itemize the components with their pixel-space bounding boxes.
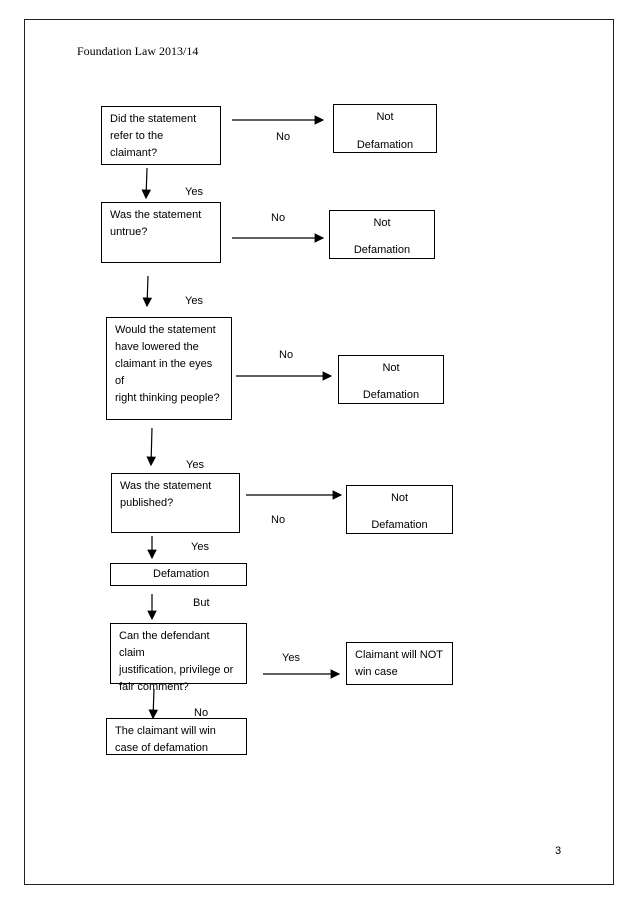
not-line: Not	[382, 362, 400, 374]
page-border	[24, 19, 614, 885]
question-statement-published: Was the statement published?	[111, 473, 240, 533]
page-header: Foundation Law 2013/14	[77, 44, 199, 58]
label-no-3: No	[279, 349, 294, 361]
not-defamation-box-4: Not Defamation	[346, 485, 453, 534]
label-no-5: No	[194, 707, 209, 719]
defamation-line: Defamation	[353, 244, 411, 256]
arrow-q2-yes	[142, 275, 153, 308]
question-statement-untrue: Was the statement untrue?	[101, 202, 221, 263]
defamation-line: Defamation	[356, 139, 414, 151]
label-yes-5: Yes	[282, 652, 300, 664]
question-lowered-claimant: Would the statement have lowered the cla…	[106, 317, 232, 420]
defamation-box: Defamation	[110, 563, 247, 586]
label-no-1: No	[276, 131, 291, 143]
label-but: But	[193, 597, 210, 609]
question-refer-to-claimant: Did the statement refer to the claimant?	[101, 106, 221, 165]
outcome-claimant-wins: The claimant will win case of defamation	[106, 718, 247, 755]
label-yes-1: Yes	[185, 186, 203, 198]
label-yes-3: Yes	[186, 459, 204, 471]
question-defendant-defences: Can the defendant claim justification, p…	[110, 623, 247, 693]
not-defamation-box-2: Not Defamation	[329, 210, 435, 259]
not-line: Not	[376, 111, 394, 123]
label-no-2: No	[271, 212, 286, 224]
label-yes-4: Yes	[191, 541, 209, 553]
not-line: Not	[373, 217, 391, 229]
arrow-q3-yes	[146, 427, 157, 467]
not-defamation-box-1: Not Defamation	[333, 104, 437, 153]
outcome-claimant-loses: Claimant will NOT win case	[346, 642, 453, 685]
label-yes-2: Yes	[185, 295, 203, 307]
defamation-line: Defamation	[371, 519, 428, 531]
arrow-q1-yes	[141, 167, 152, 200]
arrow-q5-no	[148, 688, 159, 720]
not-defamation-box-3: Not Defamation	[338, 355, 444, 404]
label-no-4: No	[271, 514, 286, 526]
not-line: Not	[390, 492, 409, 504]
page-number: 3	[555, 845, 562, 857]
defamation-line: Defamation	[362, 389, 420, 401]
